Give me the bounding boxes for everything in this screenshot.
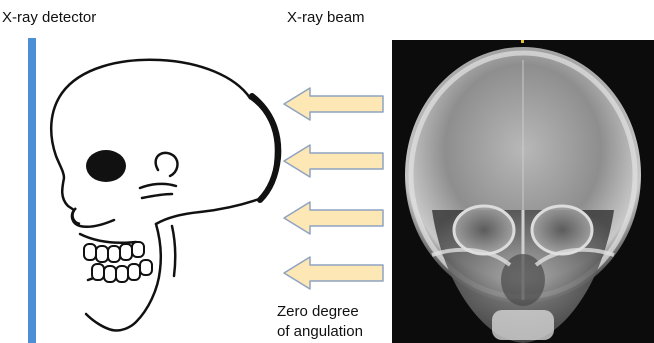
zero-degree-angulation-caption: Zero degree of angulation (277, 302, 407, 342)
x-ray-beam-arrow-2 (282, 143, 386, 179)
caption-line-2: of angulation (277, 322, 407, 342)
x-ray-beam-label: X-ray beam (287, 9, 365, 27)
x-ray-beam-arrow-4 (282, 255, 386, 291)
caption-line-1: Zero degree (277, 302, 407, 322)
skull-frontal-radiograph (392, 40, 654, 343)
x-ray-detector-label: X-ray detector (2, 9, 96, 27)
x-ray-detector-bar (28, 38, 36, 343)
x-ray-beam-arrow-1 (282, 86, 386, 122)
skull-lateral-drawing (40, 38, 285, 343)
x-ray-beam-arrow-3 (282, 200, 386, 236)
